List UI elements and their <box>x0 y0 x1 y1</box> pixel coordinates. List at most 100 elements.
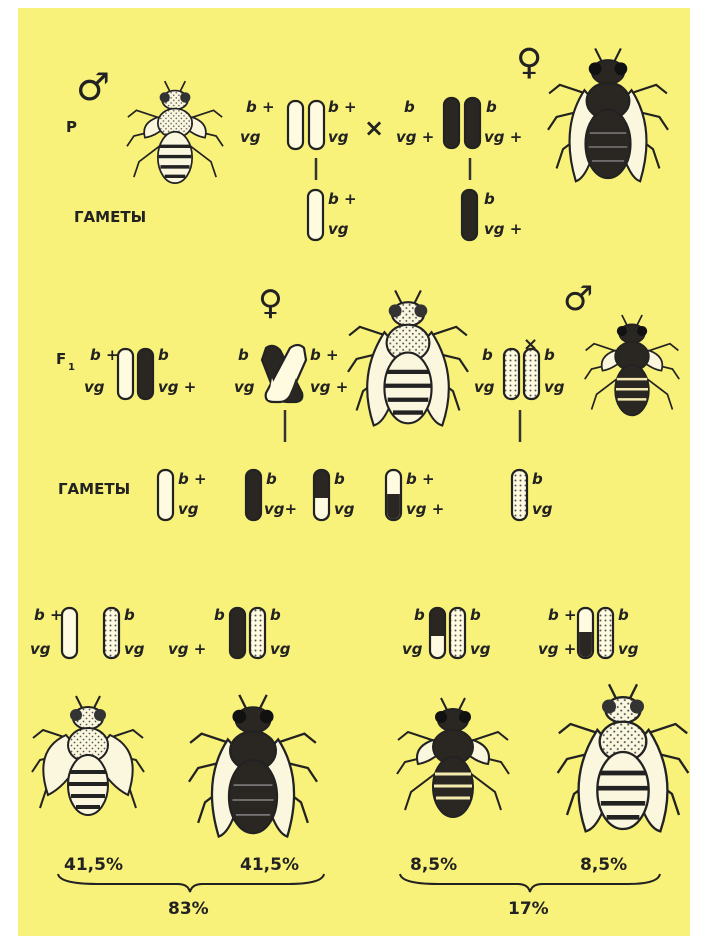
female-symbol-p: ♀ <box>516 42 542 83</box>
label-f1: F <box>56 350 66 368</box>
offspring-4-allele-vg-right: vg <box>618 640 639 658</box>
f1-left-chromosome-1 <box>118 349 133 399</box>
cross-symbol-p: × <box>364 114 384 142</box>
parent-female-fly <box>548 48 668 181</box>
p-female-allele-vg-right: vg + <box>484 128 522 146</box>
f1-crossover-allele-b-left: b <box>238 346 249 364</box>
brace-83 <box>58 874 324 892</box>
offspring-4-allele-b-left: b + <box>548 606 577 624</box>
offspring-3-allele-vg-left: vg <box>402 640 423 658</box>
f1-gamete-4-chromosome <box>386 470 401 520</box>
p-female-allele-b-right: b <box>486 98 497 116</box>
offspring-4-chromosome-2 <box>598 608 613 658</box>
offspring-2-chromosome-2 <box>250 608 265 658</box>
crossing-over-chromosomes <box>262 345 306 402</box>
f1-crossover-allele-b-right: b + <box>310 346 339 364</box>
offspring-4-allele-b-right: b <box>618 606 629 624</box>
offspring-3-allele-b-right: b <box>470 606 481 624</box>
p-male-allele-b-right: b + <box>328 98 357 116</box>
genetics-cross-diagram: P ♂ b + vg b + vg × b vg + b vg + ♀ ГАМЕ… <box>18 8 690 936</box>
f1-left-chromosome-2 <box>138 349 153 399</box>
f1-gamete-3-allele-vg: vg <box>334 500 355 518</box>
p-male-allele-vg-right: vg <box>328 128 349 146</box>
offspring-3-allele-b-left: b <box>414 606 425 624</box>
offspring-1-fly <box>32 696 144 815</box>
p-gamete-female-chromosome <box>462 190 477 240</box>
f1-gamete-male-allele-b: b <box>532 470 543 488</box>
offspring-1-allele-b-right: b <box>124 606 135 624</box>
f1-gamete-2-chromosome <box>246 470 261 520</box>
offspring-2-chromosome-1 <box>230 608 245 658</box>
p-female-chromosome-2 <box>465 98 480 148</box>
f1-right-allele-vg-left: vg <box>474 378 495 396</box>
offspring-4-allele-vg-left: vg + <box>538 640 576 658</box>
group-17-percentage: 17% <box>508 899 549 919</box>
f1-crossover-allele-vg-left: vg <box>234 378 255 396</box>
f1-gamete-1-chromosome <box>158 470 173 520</box>
f1-right-allele-b-left: b <box>482 346 493 364</box>
offspring-3-chromosome-2 <box>450 608 465 658</box>
f1-gamete-3-chromosome <box>314 470 329 520</box>
f1-gamete-male-chromosome <box>512 470 527 520</box>
offspring-4-chromosome-1 <box>578 608 593 658</box>
f1-left-allele-vg-right: vg + <box>158 378 196 396</box>
offspring-2-allele-vg-right: vg <box>270 640 291 658</box>
p-male-allele-b-left: b + <box>246 98 275 116</box>
f1-left-allele-b-right: b <box>158 346 169 364</box>
offspring-2-allele-b-left: b <box>214 606 225 624</box>
offspring-2-percentage: 41,5% <box>240 855 299 875</box>
offspring-1-chromosome-2 <box>104 608 119 658</box>
f1-gamete-3-allele-b: b <box>334 470 345 488</box>
label-gametes-p: ГАМЕТЫ <box>74 208 146 226</box>
label-gametes-f1: ГАМЕТЫ <box>58 480 130 498</box>
offspring-4-fly <box>558 684 689 831</box>
offspring-3-percentage: 8,5% <box>410 855 457 875</box>
label-f1-subscript: 1 <box>68 362 75 373</box>
offspring-3-fly <box>397 698 509 817</box>
p-male-allele-vg-left: vg <box>240 128 261 146</box>
offspring-2-allele-b-right: b <box>270 606 281 624</box>
offspring-1-percentage: 41,5% <box>64 855 123 875</box>
f1-gamete-4-allele-b: b + <box>406 470 435 488</box>
offspring-1-allele-vg-right: vg <box>124 640 145 658</box>
f1-gamete-1-allele-vg: vg <box>178 500 199 518</box>
f1-right-allele-b-right: b <box>544 346 555 364</box>
offspring-1-chromosome-1 <box>62 608 77 658</box>
offspring-3-chromosome-1 <box>430 608 445 658</box>
f1-gamete-1-allele-b: b + <box>178 470 207 488</box>
f1-gamete-male-allele-vg: vg <box>532 500 553 518</box>
offspring-1-allele-vg-left: vg <box>30 640 51 658</box>
offspring-2-fly <box>189 695 317 837</box>
f1-gamete-4-allele-vg: vg + <box>406 500 444 518</box>
parent-male-fly <box>127 81 223 183</box>
f1-crossover-allele-vg-right: vg + <box>310 378 348 396</box>
diagram-sheet: P ♂ b + vg b + vg × b vg + b vg + ♀ ГАМЕ… <box>18 8 690 936</box>
f1-right-allele-vg-right: vg <box>544 378 565 396</box>
p-gamete-female-allele-vg: vg + <box>484 220 522 238</box>
offspring-3-allele-vg-right: vg <box>470 640 491 658</box>
f1-left-allele-b-left: b + <box>90 346 119 364</box>
group-83-percentage: 83% <box>168 899 209 919</box>
brace-17 <box>400 874 660 892</box>
p-female-chromosome-1 <box>444 98 459 148</box>
p-gamete-male-allele-b: b + <box>328 190 357 208</box>
f1-gamete-2-allele-b: b <box>266 470 277 488</box>
f1-right-chromosome-2 <box>524 349 539 399</box>
offspring-2-allele-vg-left: vg + <box>168 640 206 658</box>
offspring-1-allele-b-left: b + <box>34 606 63 624</box>
offspring-4-percentage: 8,5% <box>580 855 627 875</box>
female-symbol-f1: ♀ <box>258 283 283 323</box>
p-gamete-female-allele-b: b <box>484 190 495 208</box>
label-p: P <box>66 118 77 136</box>
p-gamete-male-allele-vg: vg <box>328 220 349 238</box>
male-symbol-f1: ♂ <box>563 279 593 319</box>
p-female-allele-vg-left: vg + <box>396 128 434 146</box>
p-male-chromosome-1 <box>288 101 303 149</box>
male-symbol-p: ♂ <box>76 65 110 109</box>
p-gamete-male-chromosome <box>308 190 323 240</box>
f1-right-chromosome-1 <box>504 349 519 399</box>
p-female-allele-b-left: b <box>404 98 415 116</box>
f1-male-fly <box>585 315 679 415</box>
p-male-chromosome-2 <box>309 101 324 149</box>
f1-left-allele-vg-left: vg <box>84 378 105 396</box>
